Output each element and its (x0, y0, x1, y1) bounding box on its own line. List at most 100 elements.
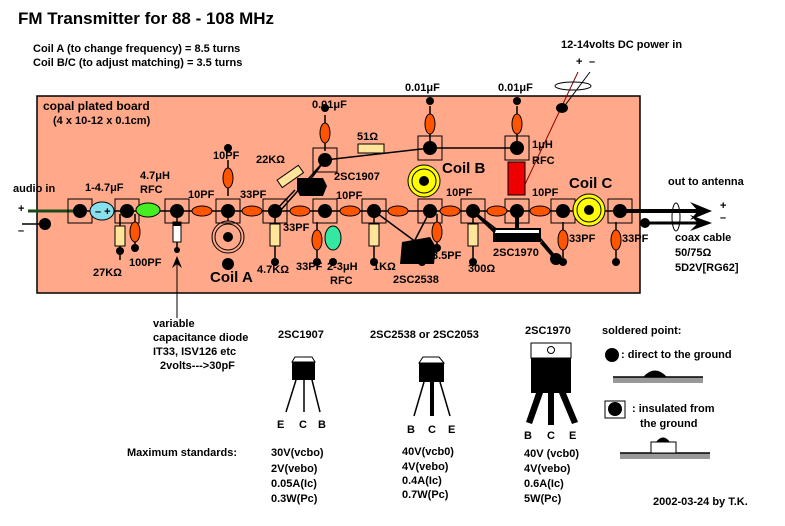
legend-direct-text: : direct to the ground (621, 349, 732, 361)
label-r-51: 51Ω (357, 131, 379, 143)
resistor (467, 223, 479, 247)
capacitor (191, 205, 213, 217)
power-minus: – (589, 56, 596, 68)
part-2sc2538-drawing (413, 356, 451, 417)
label-c-001-b: 0.01μF (405, 82, 440, 94)
part-2-spec-4: 0.7W(Pc) (402, 489, 449, 501)
solder-point (423, 141, 437, 155)
insulated-pad-frame (312, 198, 338, 224)
board-dimensions: (4 x 10-12 x 0.1cm) (53, 115, 151, 127)
resistor (269, 223, 281, 247)
board-name: copal plated board (43, 99, 150, 113)
part-2-spec-2: 4V(vebo) (402, 461, 449, 473)
part-2-spec-1: 40V(vcb0) (402, 446, 454, 458)
capacitors (129, 106, 622, 258)
legend-direct-ground (605, 348, 703, 383)
label-coil-a: Coil A (210, 269, 253, 286)
part-3-spec-3: 0.6A(Ic) (524, 478, 564, 490)
part-2-pin-3: E (448, 424, 456, 436)
capacitor (529, 205, 551, 217)
note-coil-a: Coil A (to change frequency) = 8.5 turns (33, 43, 241, 55)
label-q1-name: 2SC1907 (334, 171, 380, 183)
solder-point (73, 204, 87, 218)
label-r-4-7k: 4.7KΩ (257, 264, 290, 276)
label-c-33pf-e: 33PF (622, 233, 649, 245)
note-coil-bc: Coil B/C (to adjust matching) = 3.5 turn… (33, 57, 243, 69)
solder-point (318, 204, 332, 218)
legend-title: soldered point: (602, 325, 682, 337)
part-1-spec-4: 0.3W(Pc) (271, 493, 318, 505)
output-label: out to antenna (668, 176, 744, 188)
part-2-spec-3: 0.4A(Ic) (402, 475, 442, 487)
label-c-10pf-b: 10PF (336, 190, 363, 202)
label-c-3-5pf: 3.5PF (432, 250, 462, 262)
part-1-pin-2: C (299, 419, 307, 431)
svg-text:– +: – + (95, 206, 111, 218)
label-rfc1-value: 4.7μH (140, 170, 170, 182)
cable-model: 5D2V[RG62] (675, 262, 739, 274)
label-c-10pf-top: 10PF (213, 150, 240, 162)
coil-c (572, 193, 606, 227)
part-3-pin-1: B (524, 430, 532, 442)
ground-point (370, 258, 378, 266)
capacitor (289, 205, 311, 217)
solder-point (318, 153, 332, 167)
capacitor (387, 205, 409, 217)
part-3-pin-3: E (569, 430, 577, 442)
capacitor (511, 113, 523, 135)
transistor-q1-2sc1907 (297, 178, 327, 196)
audio-ground-point (39, 218, 51, 230)
label-r-300: 300Ω (468, 263, 496, 275)
ground-point (513, 97, 521, 105)
part-2-name: 2SC2538 or 2SC2053 (370, 329, 479, 341)
power-input-wires (519, 71, 592, 196)
solder-point (556, 204, 570, 218)
part-2sc1907-drawing (285, 356, 321, 413)
capacitor (241, 205, 263, 217)
label-c-33pf-a: 33PF (240, 189, 267, 201)
solder-point (423, 204, 437, 218)
label-rfc2-name: RFC (330, 275, 353, 287)
rfc-inductor-2-3uh (324, 225, 342, 251)
part-1-pin-1: E (277, 419, 285, 431)
part-1-spec-1: 30V(vcbo) (271, 447, 324, 459)
capacitor (610, 229, 622, 251)
label-q2-name: 2SC2538 (393, 274, 439, 286)
label-c-33pf-b: 33PF (283, 222, 310, 234)
label-rfc3-value: 1μH (532, 139, 553, 151)
audio-plus: + (18, 203, 25, 215)
label-c-10pf-c: 10PF (446, 187, 473, 199)
resistor-51 (357, 143, 385, 154)
output-minus: – (720, 212, 727, 224)
capacitor (319, 122, 331, 144)
capacitor (439, 205, 461, 217)
label-rfc2-value: 2-3μH (327, 261, 358, 273)
label-coil-b: Coil B (442, 160, 486, 177)
capacitor (222, 167, 234, 189)
ground-point (612, 258, 620, 266)
capacitor (486, 205, 508, 217)
part-3-spec-4: 5W(Pc) (524, 493, 562, 505)
part-1-spec-2: 2V(vebo) (271, 463, 318, 475)
solder-point (120, 204, 134, 218)
capacitor (424, 113, 436, 135)
ground-point (426, 97, 434, 105)
part-2-pin-2: C (428, 424, 436, 436)
ground-point (469, 258, 477, 266)
varicap-line-1: variable (153, 318, 195, 330)
output-plus: + (720, 200, 727, 212)
resistor-22k (276, 164, 305, 189)
power-label: 12-14volts DC power in (561, 39, 683, 51)
label-r-1k: 1KΩ (373, 261, 396, 273)
audio-minus: – (18, 225, 25, 237)
page-title: FM Transmitter for 88 - 108 MHz (18, 9, 275, 28)
label-coil-c: Coil C (569, 175, 613, 192)
ground-point (329, 258, 337, 266)
ground-point (271, 258, 279, 266)
label-r-27k: 27KΩ (93, 267, 122, 279)
resistors (114, 143, 479, 260)
part-1-name: 2SC1907 (278, 329, 324, 341)
solder-point (367, 204, 381, 218)
electrolytic-capacitor: – + (89, 201, 115, 221)
